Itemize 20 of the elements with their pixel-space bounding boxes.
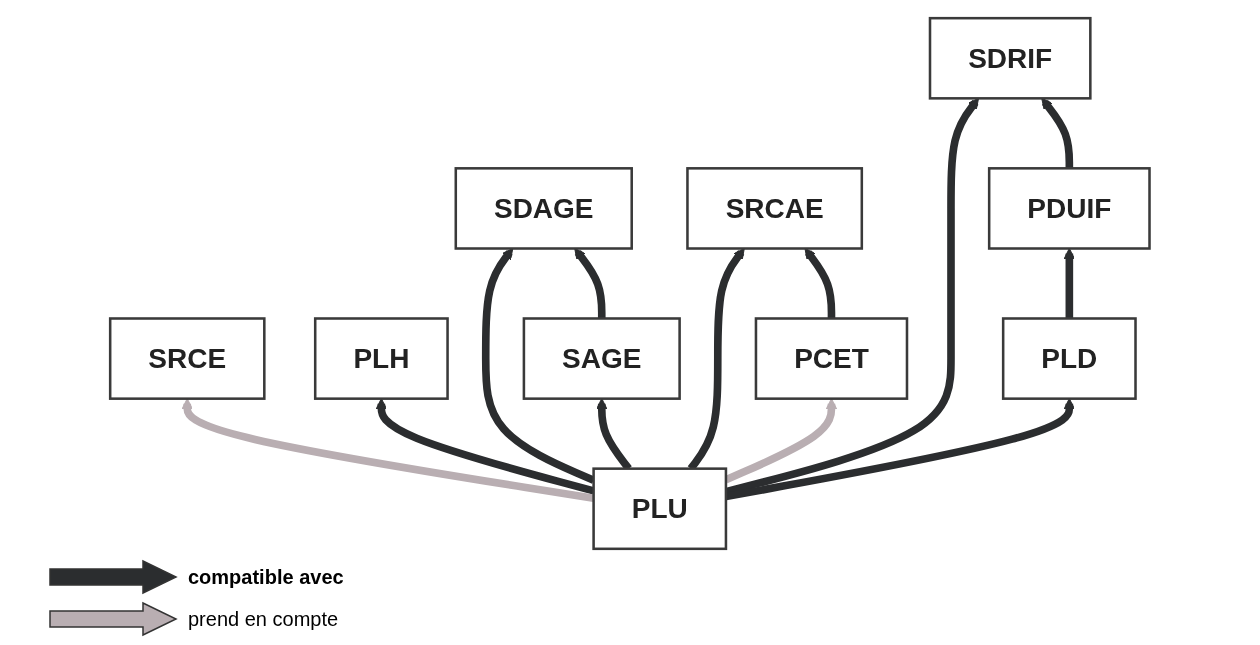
legend-text: compatible avec (188, 565, 344, 589)
arrow (181, 398, 595, 502)
arrow (1041, 97, 1074, 169)
arrow (1063, 248, 1076, 319)
arrow (725, 398, 1076, 501)
node-box: SDRIF (928, 16, 1092, 100)
node-box: SRCAE (686, 167, 864, 250)
arrow (724, 398, 838, 484)
node-box: PLH (314, 317, 449, 400)
node-box: SAGE (522, 317, 682, 400)
arrow (375, 398, 595, 495)
node-box: SRCE (109, 317, 266, 400)
arrow (804, 248, 836, 319)
arrow (574, 248, 606, 319)
node-box: SDAGE (454, 167, 634, 250)
legend-text: prend en compte (188, 607, 339, 631)
node-box: PDUIF (988, 167, 1151, 250)
node-box: PCET (754, 317, 909, 400)
node-box: PLD (1002, 317, 1137, 400)
node-box: PLU (592, 467, 728, 551)
